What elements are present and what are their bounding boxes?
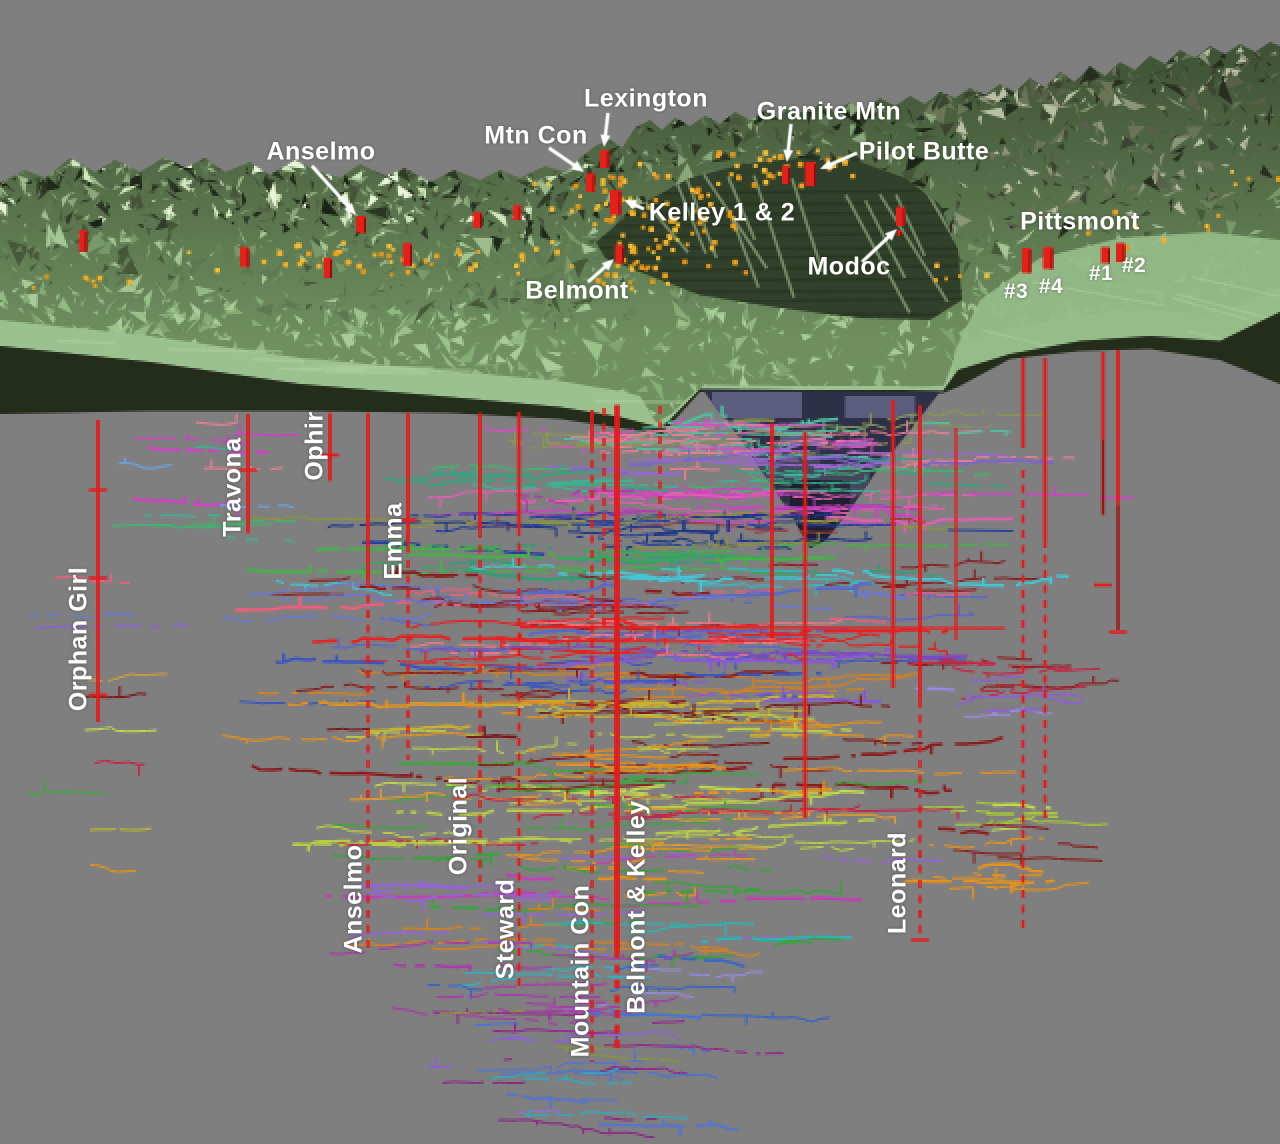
surface-label-belmont: Belmont [525,276,629,305]
shaft-label-steward: Steward [491,878,520,980]
shaft-label-orphan-girl: Orphan Girl [64,566,93,712]
surface-label-pittsmont: Pittsmont [1020,207,1140,236]
shaft-label-ophir: Ophir [300,411,329,481]
surface-label-lexington: Lexington [584,84,708,113]
surface-label-pittsmont-1: #1 [1088,262,1114,285]
shaft-label-belmont-kelley: Belmont & Kelley [622,800,651,1014]
shaft-label-anselmo: Anselmo [339,844,368,954]
surface-label-anselmo: Anselmo [266,137,376,166]
surface-label-pilot-butte: Pilot Butte [858,137,990,166]
surface-label-kelley-1-2: Kelley 1 & 2 [648,198,796,227]
shaft-label-travona: Travona [218,437,247,537]
shaft-label-emma: Emma [379,502,408,580]
surface-label-pittsmont-4: #4 [1038,275,1064,298]
shaft-label-original: Original [444,776,473,876]
surface-label-modoc: Modoc [807,252,891,281]
surface-label-mtn-con: Mtn Con [484,121,588,150]
surface-label-pittsmont-2: #2 [1121,254,1147,277]
surface-label-granite-mtn: Granite Mtn [756,97,902,126]
shaft-label-mountain-con: Mountain Con [566,884,595,1058]
shaft-label-leonard: Leonard [883,831,912,935]
surface-label-pittsmont-3: #3 [1003,280,1029,303]
